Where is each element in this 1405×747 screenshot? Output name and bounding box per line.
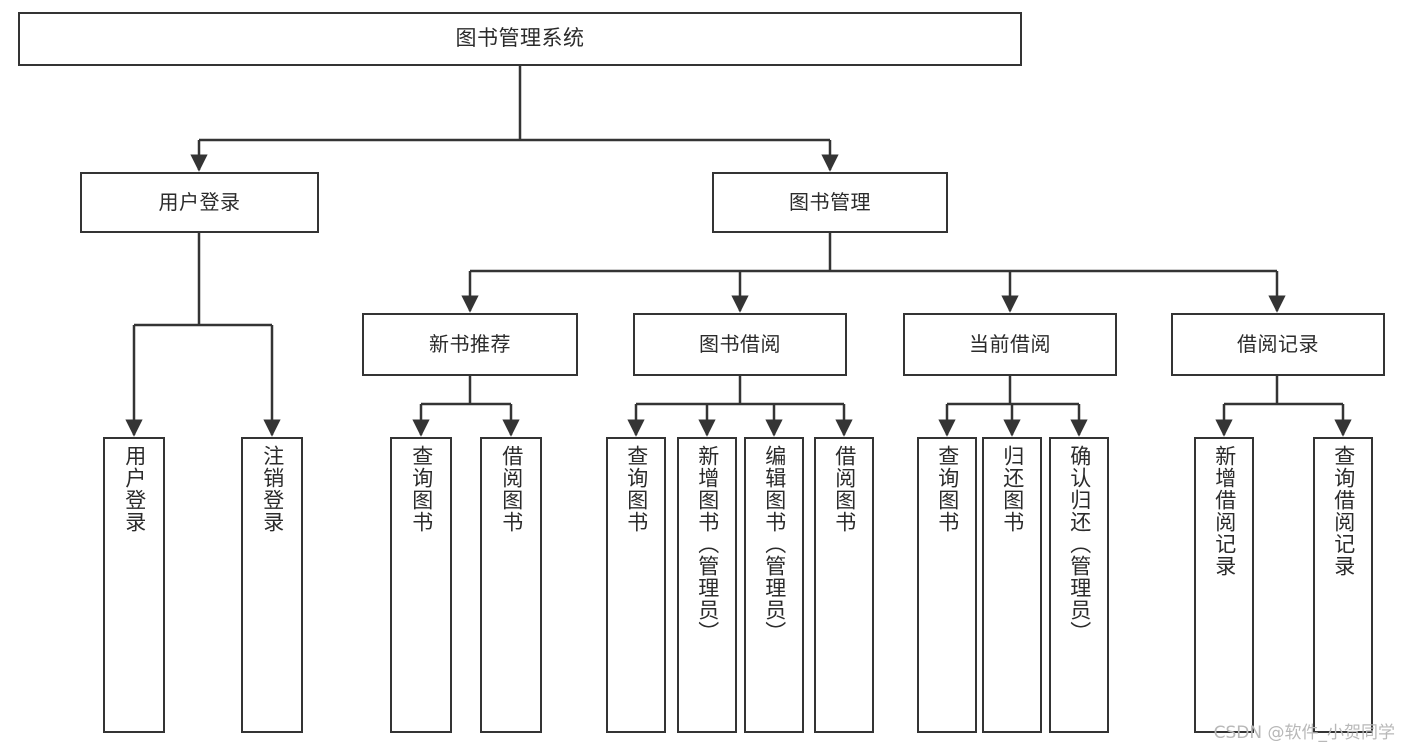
leaf-user-login-login[interactable]: 用户登录 bbox=[103, 437, 165, 733]
leaf-borrow-record-add[interactable]: 新增借阅记录 bbox=[1194, 437, 1254, 733]
node-root-label: 图书管理系统 bbox=[455, 26, 585, 51]
leaf-current-borrow-confirm-label: 确认归还（管理员） bbox=[1067, 445, 1092, 643]
node-current-borrow-label: 当前借阅 bbox=[969, 332, 1051, 357]
leaf-book-borrow-query-label: 查询图书 bbox=[624, 445, 649, 533]
leaf-current-borrow-query-label: 查询图书 bbox=[935, 445, 960, 533]
node-book-borrow-label: 图书借阅 bbox=[699, 332, 781, 357]
leaf-new-book-borrow-label: 借阅图书 bbox=[499, 445, 524, 533]
leaf-book-borrow-borrow-label: 借阅图书 bbox=[832, 445, 857, 533]
leaf-book-borrow-add[interactable]: 新增图书（管理员） bbox=[677, 437, 737, 733]
leaf-current-borrow-return-label: 归还图书 bbox=[1000, 445, 1025, 533]
leaf-book-borrow-borrow[interactable]: 借阅图书 bbox=[814, 437, 874, 733]
leaf-book-borrow-query[interactable]: 查询图书 bbox=[606, 437, 666, 733]
leaf-new-book-query[interactable]: 查询图书 bbox=[390, 437, 452, 733]
node-book-management-label: 图书管理 bbox=[789, 190, 871, 215]
leaf-borrow-record-query-label: 查询借阅记录 bbox=[1331, 445, 1356, 577]
leaf-user-login-logout-label: 注销登录 bbox=[260, 445, 285, 533]
leaf-book-borrow-edit-label: 编辑图书（管理员） bbox=[762, 445, 787, 643]
node-user-login-label: 用户登录 bbox=[158, 190, 241, 215]
csdn-watermark: CSDN @软件_小贺同学 bbox=[1213, 723, 1395, 743]
leaf-new-book-borrow[interactable]: 借阅图书 bbox=[480, 437, 542, 733]
node-book-management[interactable]: 图书管理 bbox=[712, 172, 948, 233]
leaf-new-book-query-label: 查询图书 bbox=[409, 445, 434, 533]
node-current-borrow[interactable]: 当前借阅 bbox=[903, 313, 1117, 376]
leaf-current-borrow-confirm[interactable]: 确认归还（管理员） bbox=[1049, 437, 1109, 733]
leaf-book-borrow-edit[interactable]: 编辑图书（管理员） bbox=[744, 437, 804, 733]
leaf-borrow-record-query[interactable]: 查询借阅记录 bbox=[1313, 437, 1373, 733]
leaf-borrow-record-add-label: 新增借阅记录 bbox=[1212, 445, 1237, 577]
node-root[interactable]: 图书管理系统 bbox=[18, 12, 1022, 66]
node-user-login[interactable]: 用户登录 bbox=[80, 172, 319, 233]
leaf-current-borrow-query[interactable]: 查询图书 bbox=[917, 437, 977, 733]
leaf-user-login-login-label: 用户登录 bbox=[122, 445, 147, 533]
leaf-user-login-logout[interactable]: 注销登录 bbox=[241, 437, 303, 733]
node-new-book-recommend-label: 新书推荐 bbox=[429, 332, 511, 357]
node-borrow-record-label: 借阅记录 bbox=[1237, 332, 1319, 357]
node-borrow-record[interactable]: 借阅记录 bbox=[1171, 313, 1385, 376]
leaf-book-borrow-add-label: 新增图书（管理员） bbox=[695, 445, 720, 643]
node-new-book-recommend[interactable]: 新书推荐 bbox=[362, 313, 578, 376]
leaf-current-borrow-return[interactable]: 归还图书 bbox=[982, 437, 1042, 733]
node-book-borrow[interactable]: 图书借阅 bbox=[633, 313, 847, 376]
